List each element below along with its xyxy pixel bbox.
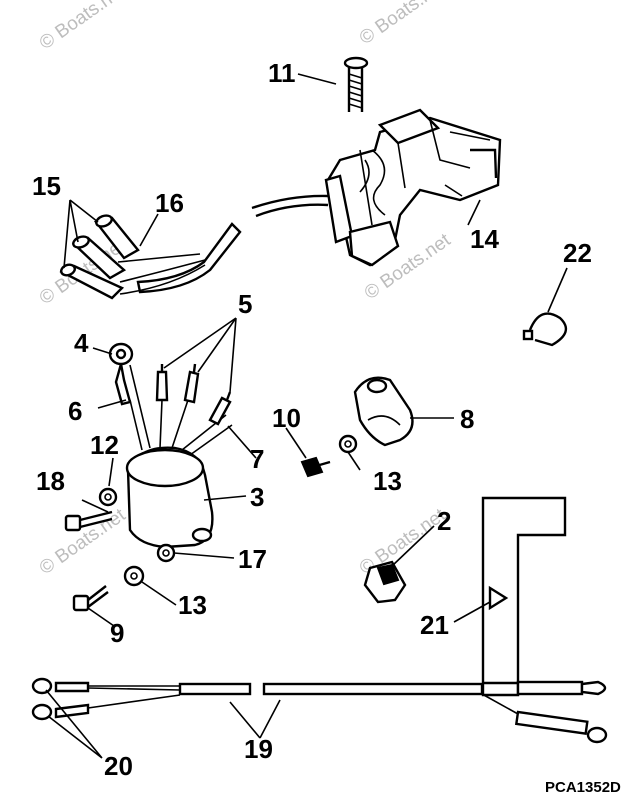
washer-part-17 <box>156 543 176 563</box>
callout-20: 20 <box>104 751 133 781</box>
callout-12: 12 <box>90 430 119 460</box>
callout-8: 8 <box>460 404 474 434</box>
callout-17: 17 <box>238 544 267 574</box>
screw-part-10 <box>300 456 331 478</box>
plate-part-21 <box>481 496 567 697</box>
leader-lines <box>45 73 568 759</box>
clip-part-2 <box>363 560 407 604</box>
callout-18: 18 <box>36 466 65 496</box>
lead-wire <box>251 194 329 210</box>
lead-wire <box>255 203 329 218</box>
switch-module-part-14 <box>324 108 502 267</box>
callout-19: 19 <box>244 734 273 764</box>
drawing-code: PCA1352D <box>545 779 621 796</box>
callout-22: 22 <box>563 238 592 268</box>
connector-bundle-part-16 <box>59 214 242 300</box>
bolt-part-18 <box>64 510 113 532</box>
bracket-part-8 <box>353 376 414 447</box>
callout-13: 13 <box>178 590 207 620</box>
washer-part-12 <box>98 487 118 507</box>
harness-part-19 <box>31 677 608 744</box>
lock-washer-part-13 <box>338 434 358 454</box>
callout-10: 10 <box>272 403 301 433</box>
callout-14: 14 <box>470 224 499 254</box>
bolt-part-9 <box>72 585 109 612</box>
ring-terminal-part-4 <box>108 342 134 406</box>
callout-16: 16 <box>155 188 184 218</box>
callout-2: 2 <box>437 506 451 536</box>
screw-part-11 <box>343 56 369 112</box>
watermark: © Boats.net <box>356 0 450 49</box>
callout-13: 13 <box>373 466 402 496</box>
callout-7: 7 <box>250 444 264 474</box>
callout-21: 21 <box>420 610 449 640</box>
callout-15: 15 <box>32 171 61 201</box>
bullet-connectors-part-5 <box>155 363 232 426</box>
callout-5: 5 <box>238 289 252 319</box>
lock-washer-part-13 <box>123 565 145 587</box>
callout-6: 6 <box>68 396 82 426</box>
watermark: © Boats.net <box>36 504 130 579</box>
callout-3: 3 <box>250 482 264 512</box>
clip-part-22 <box>522 312 568 347</box>
watermark: © Boats.net <box>36 0 130 54</box>
callout-11: 11 <box>268 58 296 88</box>
callout-4: 4 <box>74 328 89 358</box>
solenoid-part-3 <box>125 364 233 549</box>
callout-labels: 11 15 16 14 22 5 4 6 10 8 12 7 18 13 3 2… <box>32 58 621 796</box>
callout-9: 9 <box>110 618 124 648</box>
